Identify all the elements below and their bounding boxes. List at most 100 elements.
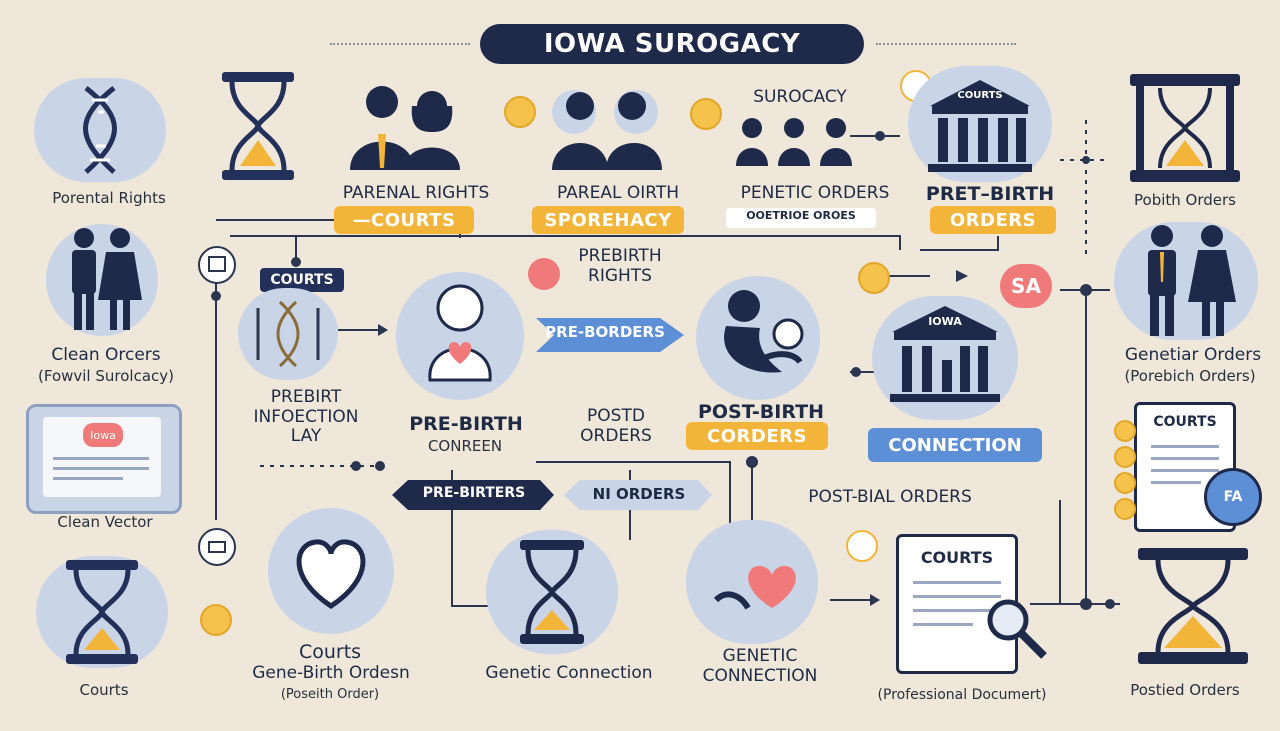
ooetrioe-oroes-pill: OOETRIOE OROES xyxy=(726,208,876,228)
couple-circle xyxy=(46,224,158,336)
hourglass-icon xyxy=(520,540,584,644)
label-post-birth: POST-BIRTH xyxy=(697,401,824,423)
courts-right-doc-label: COURTS xyxy=(1153,414,1217,430)
label-porental-rights: Porental Rights xyxy=(52,189,166,207)
sporehacy-pill: SPOREHACY xyxy=(532,206,684,234)
bullet-icon xyxy=(1114,420,1136,442)
bullet-icon xyxy=(1114,498,1136,520)
screen-line xyxy=(53,457,149,460)
fa-badge: FA xyxy=(1204,468,1262,526)
hourglass-circle-mid xyxy=(486,530,618,654)
document-icon: COURTS xyxy=(1134,402,1236,532)
heart-dna-circle xyxy=(686,520,818,644)
label-fowvil-surolcacy: (Fowvil Surolcacy) xyxy=(38,367,174,385)
courts-pill: —COURTS xyxy=(334,206,474,234)
bullet-icon xyxy=(1114,446,1136,468)
ni-orders-arrow xyxy=(564,480,712,510)
magnifier-icon xyxy=(987,599,1047,659)
pre-borders-arrow xyxy=(536,318,684,352)
dna-icon xyxy=(83,86,117,174)
doc-line xyxy=(1151,469,1219,472)
iowa-court-circle: IOWA xyxy=(872,296,1018,420)
label-penetic-orders: PENETIC ORDERS xyxy=(740,183,890,203)
courthouse-icon xyxy=(890,306,1000,402)
group-icon xyxy=(736,118,852,166)
parents-icon xyxy=(350,86,460,170)
bullet-icon xyxy=(1114,472,1136,494)
heart-circle xyxy=(268,508,394,634)
label-post-bial-orders: POST-BIAL ORDERS xyxy=(808,487,972,507)
doc-line xyxy=(913,581,1001,584)
label-poseith-order: (Poseith Order) xyxy=(280,687,380,702)
hourglass-icon xyxy=(222,72,294,180)
label-parenal-rights: PARENAL RIGHTS xyxy=(342,183,490,203)
screen-line xyxy=(53,477,123,480)
label-pre-birth: PRE-BIRTH xyxy=(409,413,523,435)
label-professional-documert: (Professional Documert) xyxy=(877,687,1047,703)
label-clean-vector: Clean Vector xyxy=(57,513,153,531)
fetus-icon xyxy=(724,290,804,373)
calendar-icon xyxy=(208,256,226,272)
label-gene-birth-ordesn: Gene-Birth Ordesn xyxy=(252,663,410,683)
iowa-building-label: IOWA xyxy=(928,315,962,328)
doc-line xyxy=(1151,457,1219,460)
label-pre-borders: PRE-BORDERS xyxy=(545,323,665,341)
coin-icon xyxy=(200,604,232,636)
tablet-screen: Iowa xyxy=(43,417,161,497)
hourglass-icon xyxy=(1138,548,1248,664)
courts-badge: COURTS xyxy=(260,268,344,292)
doc-line xyxy=(1151,445,1219,448)
couple-circle-right xyxy=(1114,222,1258,340)
label-pobith-orders: Pobith Orders xyxy=(1134,191,1236,209)
orders-pill: ORDERS xyxy=(930,206,1056,234)
label-pret-birth: PRET–BIRTH xyxy=(925,183,1055,205)
couple-icon xyxy=(1148,225,1236,336)
dna-circle xyxy=(34,78,166,182)
dna-frame-circle xyxy=(238,288,338,380)
label-prebirt-infoection: PREBIRT INFOECTION LAY xyxy=(253,387,359,447)
hourglass-circle xyxy=(36,556,168,668)
calendar-node xyxy=(198,246,236,284)
courthouse-circle: COURTS xyxy=(908,66,1052,182)
doc-line xyxy=(913,609,1001,612)
hourglass-icon xyxy=(1130,74,1240,182)
title-rule-right xyxy=(876,43,1016,45)
label-genetic-connection-caps: GENETIC CONNECTION xyxy=(702,646,818,687)
connection-pill: CONNECTION xyxy=(868,428,1042,462)
dna-icon xyxy=(256,300,320,368)
heart-icon xyxy=(296,539,366,609)
couple-icon xyxy=(72,228,142,330)
doc-line xyxy=(913,623,973,626)
coin-icon xyxy=(846,530,878,562)
coin-icon xyxy=(858,262,890,294)
screen-line xyxy=(53,467,149,470)
courthouse-icon xyxy=(928,80,1032,172)
label-postd-orders: POSTD ORDERS xyxy=(580,406,652,447)
label-courts-center: Courts xyxy=(298,641,362,663)
coin-icon xyxy=(690,98,722,130)
car-node xyxy=(198,528,236,566)
heart-icon xyxy=(713,565,796,610)
coin-icon xyxy=(504,96,536,128)
label-prebirth-rights: PREBIRTH RIGHTS xyxy=(578,246,662,287)
label-pre-birters: PRE-BIRTERS xyxy=(422,485,526,501)
label-surocacy: SUROCACY xyxy=(753,87,847,107)
baby-circle xyxy=(396,272,524,400)
label-courts-left: Courts xyxy=(79,681,129,699)
car-icon xyxy=(208,541,226,553)
label-clean-orcers: Clean Orcers xyxy=(51,345,161,365)
corders-pill: CORDERS xyxy=(686,422,828,450)
courts-doc-label: COURTS xyxy=(920,548,994,567)
label-porebich-orders: (Porebich Orders) xyxy=(1124,367,1256,385)
iowa-heart-badge: Iowa xyxy=(83,423,123,447)
pre-birters-arrow xyxy=(392,480,554,510)
label-ni-orders: NI ORDERS xyxy=(592,485,686,503)
label-conreen: CONREEN xyxy=(427,437,503,455)
page-title: IOWA SUROGACY xyxy=(480,24,864,64)
doc-line xyxy=(1151,481,1201,484)
courts-building-label: COURTS xyxy=(957,90,1003,101)
label-pareal-oirth: PAREAL OIRTH xyxy=(557,183,679,203)
label-genetiar-orders: Genetiar Orders xyxy=(1124,345,1262,365)
fetus-circle xyxy=(696,276,820,400)
baby-icon xyxy=(428,284,492,382)
